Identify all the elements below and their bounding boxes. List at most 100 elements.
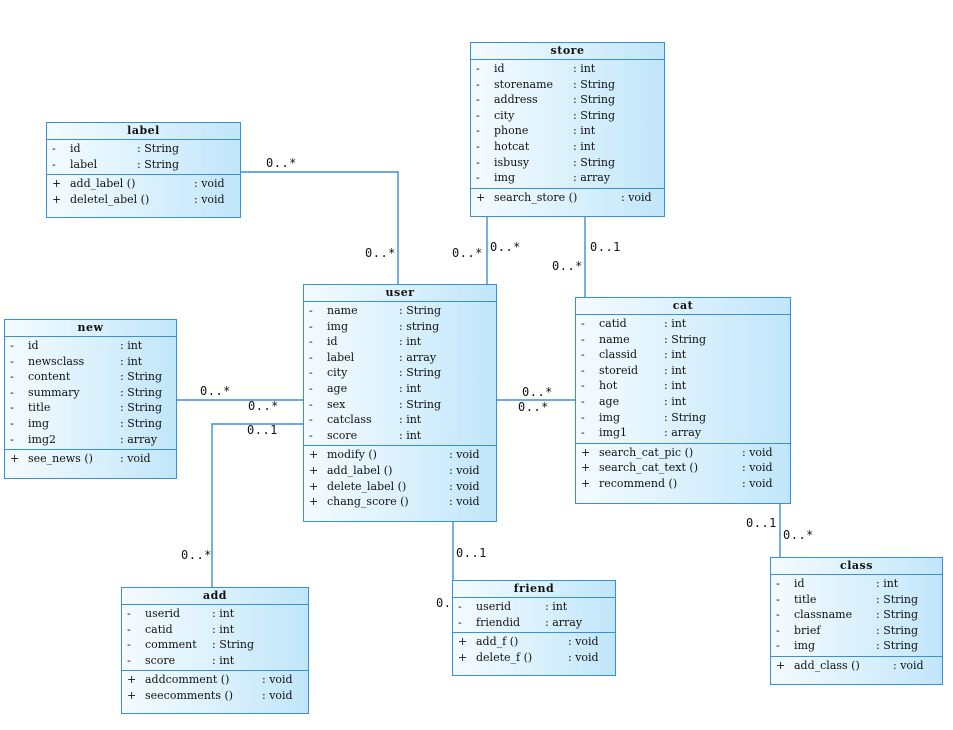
- visibility-marker: +: [127, 673, 137, 687]
- attribute-row: -score: int: [304, 428, 496, 444]
- class-friend[interactable]: friend-userid: int-friendid: array+add_f…: [452, 580, 616, 676]
- attribute-row: -phone: int: [471, 123, 664, 139]
- attribute-name: title: [28, 401, 51, 415]
- visibility-marker: -: [309, 304, 313, 317]
- visibility-marker: -: [476, 124, 480, 138]
- attribute-name: classid: [599, 348, 638, 362]
- attribute-row: -catid: int: [122, 622, 308, 638]
- mult-add-user-end: 0..*: [181, 548, 212, 562]
- attributes-section: -name: String-img: string-id: int-label:…: [304, 302, 496, 445]
- mult-user-cat-end-a: 0..*: [522, 385, 553, 399]
- class-user[interactable]: user-name: String-img: string-id: int-la…: [303, 284, 497, 522]
- visibility-marker: -: [127, 653, 131, 667]
- attribute-name: userid: [476, 600, 512, 613]
- method-name: addcomment (): [145, 673, 230, 687]
- attribute-name: id: [28, 339, 39, 352]
- attribute-name: score: [145, 653, 176, 667]
- return-type: : void: [449, 448, 480, 462]
- attribute-row: -userid: int: [122, 606, 308, 622]
- class-cat[interactable]: cat-catid: int-name: String-classid: int…: [575, 297, 791, 504]
- attribute-name: isbusy: [494, 155, 530, 169]
- attribute-type: : String: [876, 623, 919, 637]
- method-row: +delete_label (): void: [304, 479, 496, 495]
- attributes-section: -id: int-newsclass: int-content: String-…: [5, 337, 176, 449]
- attribute-type: : int: [573, 62, 596, 75]
- attribute-name: catid: [599, 317, 627, 330]
- attribute-name: comment: [145, 638, 197, 652]
- attribute-type: : array: [545, 615, 583, 629]
- class-label[interactable]: label-id: String-label: String+add_label…: [46, 122, 241, 218]
- attribute-name: summary: [28, 385, 80, 399]
- attribute-type: : int: [573, 124, 596, 138]
- attribute-type: : int: [664, 394, 687, 408]
- visibility-marker: -: [476, 108, 480, 122]
- visibility-marker: -: [776, 639, 780, 653]
- attribute-name: hot: [599, 379, 618, 393]
- mult-store-user-end: 0..*: [490, 240, 521, 254]
- attribute-row: -comment: String: [122, 637, 308, 653]
- visibility-marker: +: [476, 190, 486, 204]
- visibility-marker: +: [52, 192, 62, 206]
- attribute-name: label: [70, 157, 98, 171]
- attribute-name: userid: [145, 607, 181, 620]
- attribute-name: name: [327, 304, 358, 317]
- class-store[interactable]: store-id: int-storename: String-address:…: [470, 42, 665, 217]
- visibility-marker: +: [309, 448, 319, 462]
- class-name: store: [471, 43, 664, 60]
- attribute-name: city: [327, 366, 348, 380]
- mult-user-store-end: 0..*: [452, 246, 483, 260]
- attribute-type: : array: [664, 426, 702, 440]
- attribute-type: : String: [573, 93, 616, 107]
- attribute-type: : int: [120, 339, 143, 352]
- visibility-marker: -: [581, 348, 585, 362]
- attribute-row: -storename: String: [471, 77, 664, 93]
- mult-friend-user-end: 0.: [436, 596, 452, 610]
- attribute-name: age: [599, 394, 620, 408]
- visibility-marker: -: [581, 363, 585, 377]
- attribute-type: : int: [545, 600, 568, 613]
- attribute-row: -id: int: [304, 334, 496, 350]
- visibility-marker: -: [458, 600, 462, 613]
- attribute-name: img: [494, 171, 515, 185]
- attributes-section: -catid: int-name: String-classid: int-st…: [576, 315, 790, 443]
- visibility-marker: -: [581, 410, 585, 424]
- visibility-marker: -: [52, 142, 56, 155]
- class-class[interactable]: class-id: int-title: String-classname: S…: [770, 557, 943, 685]
- class-add[interactable]: add-userid: int-catid: int-comment: Stri…: [121, 587, 309, 714]
- method-row: +search_cat_text (): void: [576, 460, 790, 476]
- visibility-marker: +: [581, 476, 591, 490]
- class-name: user: [304, 285, 496, 302]
- method-name: see_news (): [28, 452, 93, 466]
- attribute-type: : String: [137, 142, 180, 155]
- class-name: cat: [576, 298, 790, 315]
- attribute-row: -title: String: [771, 592, 942, 608]
- visibility-marker: -: [476, 155, 480, 169]
- method-name: delete_label (): [327, 479, 407, 493]
- attribute-row: -age: int: [304, 381, 496, 397]
- attribute-name: catclass: [327, 413, 372, 427]
- return-type: : void: [194, 177, 225, 191]
- mult-new-user-end: 0..*: [200, 384, 231, 398]
- attributes-section: -id: int-title: String-classname: String…: [771, 575, 942, 656]
- class-new[interactable]: new-id: int-newsclass: int-content: Stri…: [4, 319, 177, 479]
- attribute-row: -catid: int: [576, 316, 790, 332]
- mult-user-label-end: 0..*: [365, 246, 396, 260]
- attribute-type: : String: [876, 639, 919, 653]
- attribute-type: : array: [573, 171, 611, 185]
- visibility-marker: -: [776, 577, 780, 590]
- methods-section: +add_class (): void: [771, 655, 942, 676]
- attribute-row: -img1: array: [576, 425, 790, 441]
- attribute-type: : int: [664, 348, 687, 362]
- method-row: +deletel_abel (): void: [47, 192, 240, 208]
- attribute-name: score: [327, 428, 358, 442]
- class-name: add: [122, 588, 308, 605]
- visibility-marker: -: [776, 592, 780, 606]
- attribute-name: hotcat: [494, 139, 530, 153]
- attribute-name: img: [28, 416, 49, 430]
- attribute-row: -age: int: [576, 394, 790, 410]
- attribute-row: -classid : int: [576, 347, 790, 363]
- visibility-marker: -: [476, 171, 480, 185]
- class-name: class: [771, 558, 942, 575]
- return-type: : void: [568, 635, 599, 649]
- visibility-marker: -: [10, 354, 14, 368]
